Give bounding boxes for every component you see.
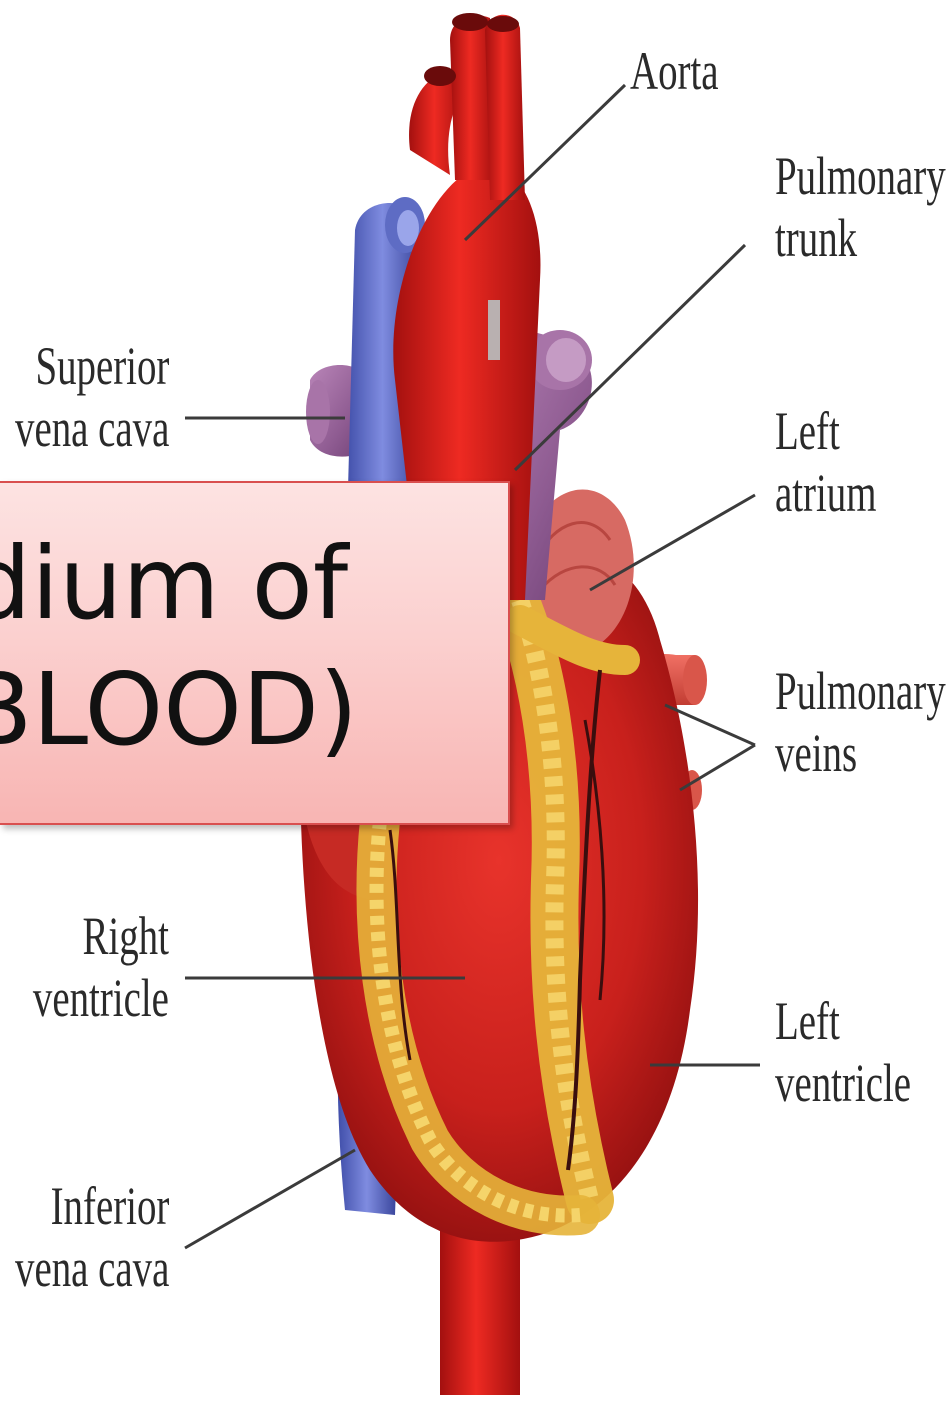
label-left-ventricle: Left ventricle xyxy=(775,990,911,1114)
label-left-atrium: Left atrium xyxy=(775,400,876,524)
label-pulmonary-veins: Pulmonary veins xyxy=(775,660,946,784)
callout-line-2: BLOOD) xyxy=(0,647,358,773)
text-callout-box: dium of BLOOD) xyxy=(0,481,510,825)
callout-text: dium of BLOOD) xyxy=(0,521,358,773)
label-right-ventricle: Right ventricle xyxy=(33,905,169,1029)
label-pulmonary-trunk: Pulmonary trunk xyxy=(775,145,946,269)
label-aorta: Aorta xyxy=(630,40,719,102)
callout-line-1: dium of xyxy=(0,521,358,647)
label-superior-vena-cava: Superior vena cava xyxy=(15,335,169,459)
label-inferior-vena-cava: Inferior vena cava xyxy=(15,1175,169,1299)
